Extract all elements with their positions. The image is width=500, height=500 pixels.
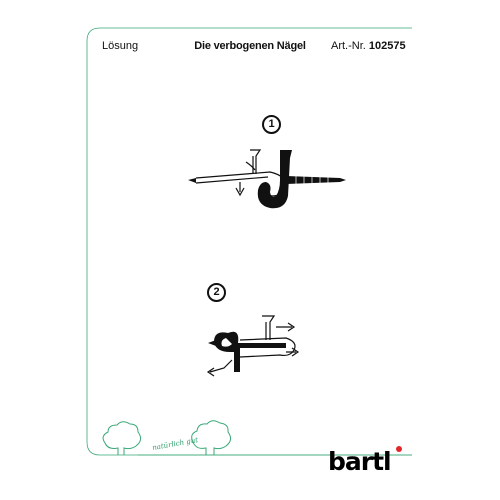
figure-2-number: 2 (207, 283, 226, 302)
header-title: Die verbogenen Nägel (194, 40, 306, 52)
header-solution-label: Lösung (102, 40, 139, 52)
figure-1-number: 1 (262, 115, 281, 134)
article-number-value: 102575 (368, 40, 406, 52)
header-article-number: Art.-Nr. 102575 (331, 40, 406, 52)
logo-accent-dot (396, 446, 402, 452)
bartl-logo: bartl (328, 447, 392, 476)
tree-right (191, 420, 232, 455)
article-number-prefix: Art.-Nr. (331, 40, 369, 52)
tree-left (102, 421, 142, 455)
